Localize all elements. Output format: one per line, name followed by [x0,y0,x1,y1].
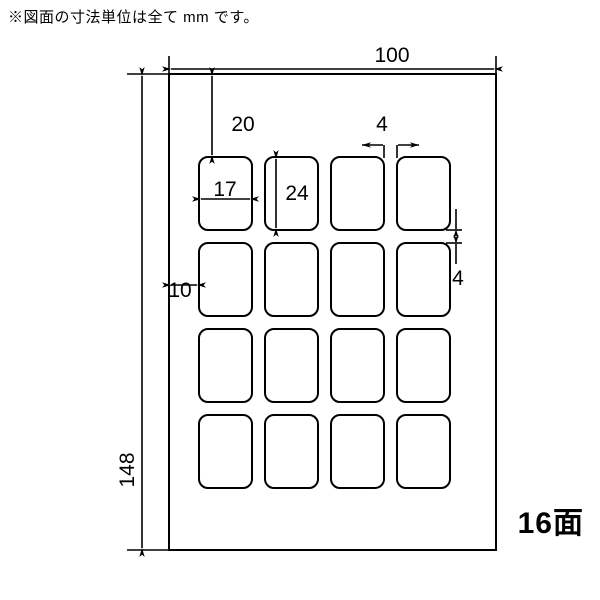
label-cell [198,414,253,489]
dimension-sheet-width-value: 100 [374,44,409,67]
label-cell [264,328,319,403]
label-cell [264,242,319,317]
label-cell [264,414,319,489]
label-cell [330,414,385,489]
dimension-vertical-gap [446,209,462,264]
dimension-label-width-value: 17 [213,178,236,201]
label-cell [396,242,451,317]
dimension-left-margin [162,261,206,300]
label-cell [198,328,253,403]
dimension-top-margin-value: 20 [231,113,254,136]
label-cell [198,242,253,317]
dimension-left-margin-value: 10 [168,279,191,302]
dimension-sheet-width [162,56,503,86]
label-cell [198,156,253,231]
label-cell [396,156,451,231]
label-cell [330,156,385,231]
dimension-horizontal-gap [362,142,419,158]
dimension-vertical-gap-value: 4 [452,267,464,290]
label-count: 16面 [517,507,584,540]
label-cell [396,414,451,489]
dimension-horizontal-gap-value: 4 [376,113,388,136]
dimension-label-height-value: 24 [285,182,309,205]
unit-note: ※図面の寸法単位は全て mm です。 [8,9,259,26]
dimension-sheet-height [127,67,182,557]
dimension-sheet-height-value: 148 [116,452,139,487]
label-cell [396,328,451,403]
label-cell [330,328,385,403]
dimension-top-margin [197,67,240,164]
label-cell [330,242,385,317]
